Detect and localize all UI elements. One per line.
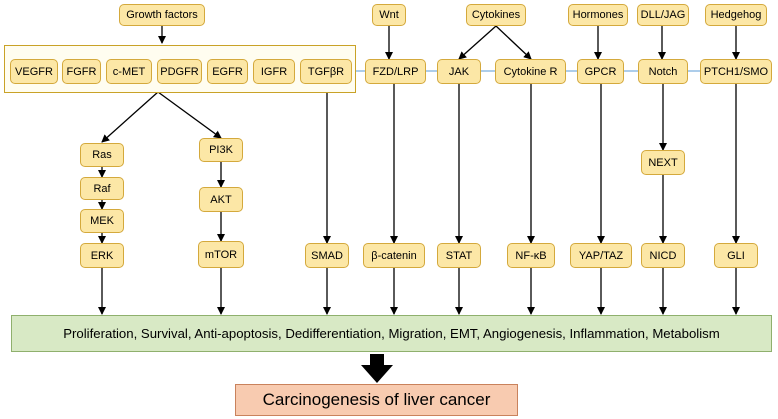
node-cytokines: Cytokines	[466, 4, 526, 26]
node-beta-catenin: β-catenin	[363, 243, 425, 268]
node-ptch1-smo: PTCH1/SMO	[700, 59, 772, 84]
node-cytokine-r: Cytokine R	[495, 59, 566, 84]
node-stat: STAT	[437, 243, 481, 268]
node-yap-taz: YAP/TAZ	[570, 243, 632, 268]
node-fzd-lrp: FZD/LRP	[365, 59, 426, 84]
node-pdgfr: PDGFR	[157, 59, 202, 84]
node-erk: ERK	[80, 243, 124, 268]
node-dll-jag: DLL/JAG	[637, 4, 689, 26]
node-hormones: Hormones	[568, 4, 628, 26]
node-gpcr: GPCR	[577, 59, 624, 84]
node-growth-factors: Growth factors	[119, 4, 205, 26]
cellular-effects-box: Proliferation, Survival, Anti-apoptosis,…	[11, 315, 772, 352]
node-mek: MEK	[80, 209, 124, 233]
node-jak: JAK	[437, 59, 481, 84]
node-smad: SMAD	[305, 243, 349, 268]
outcome-box: Carcinogenesis of liver cancer	[235, 384, 518, 416]
effect-arrows	[98, 268, 740, 315]
node-notch: Notch	[638, 59, 688, 84]
node-tgfbr: TGFβR	[300, 59, 352, 84]
node-vegfr: VEGFR	[10, 59, 58, 84]
input-arrows	[158, 25, 740, 60]
node-nicd: NICD	[641, 243, 685, 268]
node-gli: GLI	[714, 243, 758, 268]
node-egfr: EGFR	[207, 59, 248, 84]
node-pi3k: PI3K	[199, 138, 243, 162]
pathway-arrows	[98, 84, 740, 244]
node-igfr: IGFR	[253, 59, 295, 84]
node-wnt: Wnt	[372, 4, 406, 26]
outcome-arrow	[361, 354, 393, 383]
node-cmet: c-MET	[106, 59, 152, 84]
node-raf: Raf	[80, 177, 124, 200]
node-ras: Ras	[80, 143, 124, 167]
node-next: NEXT	[641, 150, 685, 175]
node-akt: AKT	[199, 187, 243, 212]
node-hedgehog: Hedgehog	[705, 4, 767, 26]
node-fgfr: FGFR	[62, 59, 101, 84]
node-mtor: mTOR	[198, 241, 244, 268]
node-nfkb: NF-κB	[507, 243, 555, 268]
